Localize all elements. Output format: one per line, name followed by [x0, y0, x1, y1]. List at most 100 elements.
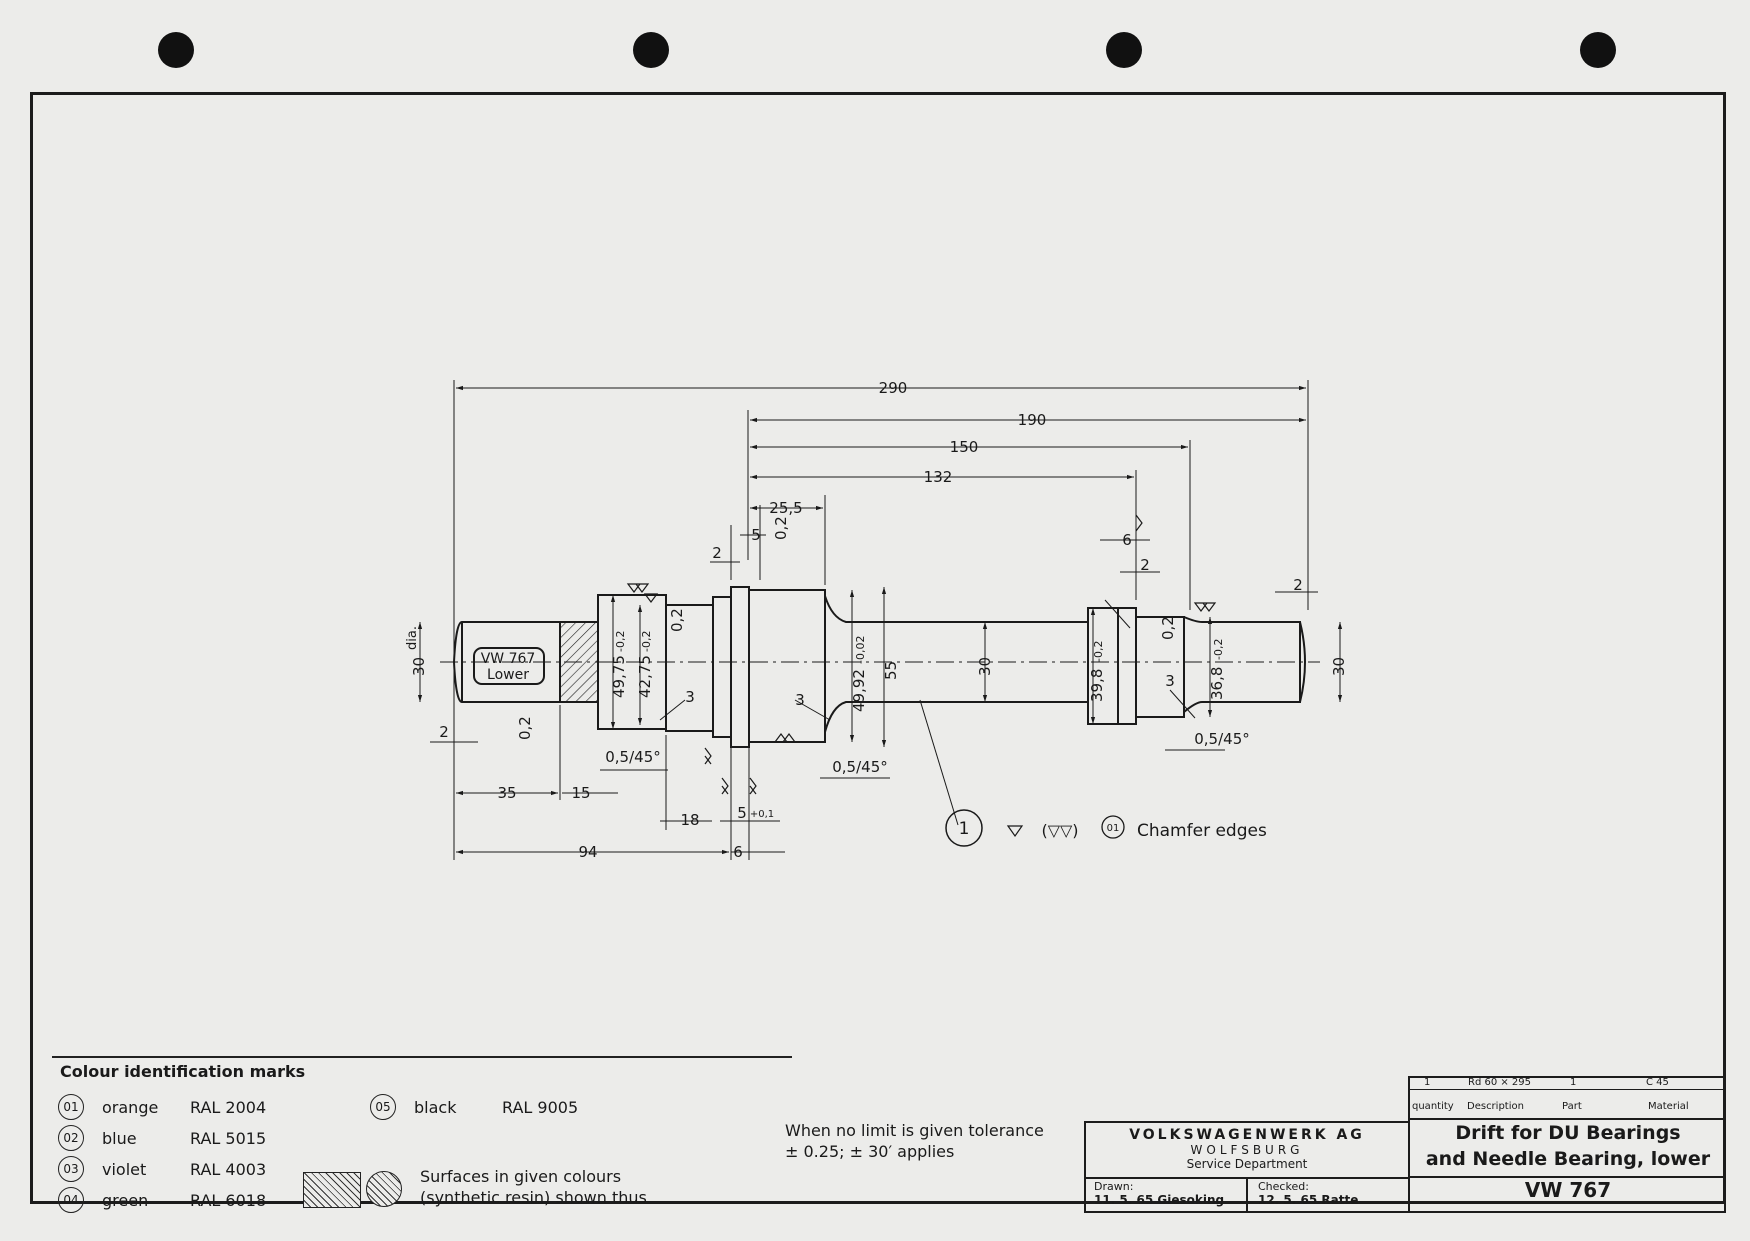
dim-5: 5	[751, 526, 761, 544]
mark-ral: RAL 4003	[190, 1159, 267, 1179]
item-balloon	[945, 809, 983, 847]
general-tolerance-note: When no limit is given tolerance ± 0.25;…	[785, 1120, 1044, 1162]
dim-132: 132	[924, 468, 953, 486]
radius-3: 3	[1165, 672, 1175, 690]
tol-0-2: 0,2	[772, 516, 790, 540]
title-block-divider	[1408, 1176, 1726, 1178]
colour-mark-01	[1101, 815, 1125, 839]
tolerance-line-1: When no limit is given tolerance	[785, 1121, 1044, 1140]
header-quantity: quantity	[1412, 1101, 1454, 1112]
dim-6a: 6	[1122, 531, 1132, 549]
tolerance-line-2: ± 0.25; ± 30′ applies	[785, 1142, 955, 1161]
drawn-field: Drawn: 11. 5. 65 Giesoking	[1094, 1180, 1224, 1207]
colour-mark-row: 01 orange RAL 2004	[58, 1094, 266, 1120]
mark-ral: RAL 2004	[190, 1097, 267, 1117]
radius-leader	[659, 699, 686, 721]
dim-290: 290	[879, 379, 908, 397]
dim-190: 190	[1018, 411, 1047, 429]
chamfer-note: Chamfer edges	[1137, 821, 1267, 841]
balloon-leader	[919, 699, 959, 826]
company-city: WOLFSBURG	[1190, 1143, 1304, 1157]
legend-rule	[52, 1056, 792, 1058]
surfaces-note: Surfaces in given colours (synthetic res…	[420, 1166, 647, 1208]
dim-2a: 2	[712, 544, 722, 562]
dim-dia-36-8: 36,8	[1208, 667, 1226, 700]
dim-5-tol-sup: +0,1	[750, 809, 774, 820]
dim-5-tol: 5	[737, 804, 747, 822]
surfaces-line-1: Surfaces in given colours	[420, 1167, 622, 1186]
dim-2b: 2	[1140, 556, 1150, 574]
mark-ral: RAL 6018	[190, 1190, 267, 1210]
mark-number: 02	[58, 1125, 84, 1151]
header-description: Description	[1467, 1101, 1524, 1112]
item-balloon-number: 1	[959, 819, 970, 839]
company-dept: Service Department	[1186, 1157, 1308, 1171]
row-part: 1	[1570, 1077, 1577, 1088]
colour-mark-row: 04 green RAL 6018	[58, 1187, 266, 1213]
dim-dia-30c: 30	[1330, 657, 1348, 676]
title-block-divider	[1408, 1089, 1726, 1090]
mark-number: 01	[58, 1094, 84, 1120]
colour-mark-row: 03 violet RAL 4003	[58, 1156, 266, 1182]
header-material: Material	[1648, 1101, 1689, 1112]
dia-label: dia.	[405, 626, 420, 650]
dim-dia-49-75-tol: -0,2	[614, 631, 627, 652]
colour-mark-01-number: 01	[1107, 823, 1120, 834]
shaft-outline	[440, 586, 1320, 748]
checked-label: Checked:	[1258, 1180, 1309, 1193]
dim-2c: 2	[1293, 576, 1303, 594]
radius-3: 3	[685, 688, 695, 706]
drawing-frame	[30, 92, 1726, 1204]
mark-colour: orange	[102, 1097, 159, 1117]
mark-ral: RAL 9005	[502, 1097, 579, 1117]
dim-150: 150	[950, 438, 979, 456]
row-quantity: 1	[1424, 1077, 1431, 1088]
dim-dia-39-8-tol: -0,2	[1092, 641, 1105, 662]
radius-3: 3	[795, 691, 805, 709]
mark-colour: black	[414, 1097, 457, 1117]
mark-number: 03	[58, 1156, 84, 1182]
dim-6b: 6	[733, 843, 743, 861]
title-block-divider	[1408, 1118, 1726, 1120]
dim-94: 94	[578, 843, 597, 861]
mark-number: 05	[370, 1094, 396, 1120]
surfaces-line-2: (synthetic resin) shown thus	[420, 1188, 647, 1207]
drawn-label: Drawn:	[1094, 1180, 1134, 1193]
radius-leader	[794, 699, 831, 721]
colour-mark-row: 05 black RAL 9005	[370, 1094, 578, 1120]
radius-leader	[1104, 599, 1131, 629]
drawing-title-line-2: and Needle Bearing, lower	[1425, 1148, 1711, 1170]
dim-dia-42-75: 42,75	[636, 655, 654, 698]
radius-leader	[1169, 689, 1196, 719]
mark-number: 04	[58, 1187, 84, 1213]
chamfer-3: 0,5/45°	[1194, 730, 1250, 748]
mark-colour: violet	[102, 1159, 147, 1179]
mark-colour: green	[102, 1190, 149, 1210]
finish-note: (▽▽)	[1041, 821, 1078, 840]
dim-dia-30a: 30	[410, 657, 428, 676]
chamfer-1: 0,5/45°	[605, 748, 661, 766]
dim-dia-39-8: 39,8	[1088, 669, 1106, 702]
part-label-line-1: VW 767	[481, 651, 536, 667]
title-block-divider	[1246, 1177, 1248, 1213]
punch-hole	[1580, 32, 1616, 68]
dim-dia-42-75-tol: -0,2	[640, 631, 653, 652]
chamfer-2: 0,5/45°	[832, 758, 888, 776]
mark-ral: RAL 5015	[190, 1128, 267, 1148]
dim-dia-49-92: 49,92	[850, 669, 868, 712]
dim-dia-55: 55	[882, 661, 900, 680]
drawn-value: 11. 5. 65 Giesoking	[1094, 1193, 1225, 1207]
drawing-title: Drift for DU Bearings and Needle Bearing…	[1410, 1120, 1726, 1172]
dim-dia-49-92-tol: -0,02	[854, 636, 867, 664]
checked-value: 12. 5. 65 Ratte	[1258, 1193, 1359, 1207]
dim-35: 35	[497, 784, 516, 802]
dim-15: 15	[571, 784, 590, 802]
hatch-swatch-rect	[303, 1172, 361, 1208]
checked-field: Checked: 12. 5. 65 Ratte	[1258, 1180, 1358, 1207]
dim-18: 18	[680, 811, 699, 829]
header-part: Part	[1562, 1101, 1582, 1112]
part-number: VW 767	[1524, 1178, 1612, 1202]
part-label-line-2: Lower	[487, 667, 529, 683]
